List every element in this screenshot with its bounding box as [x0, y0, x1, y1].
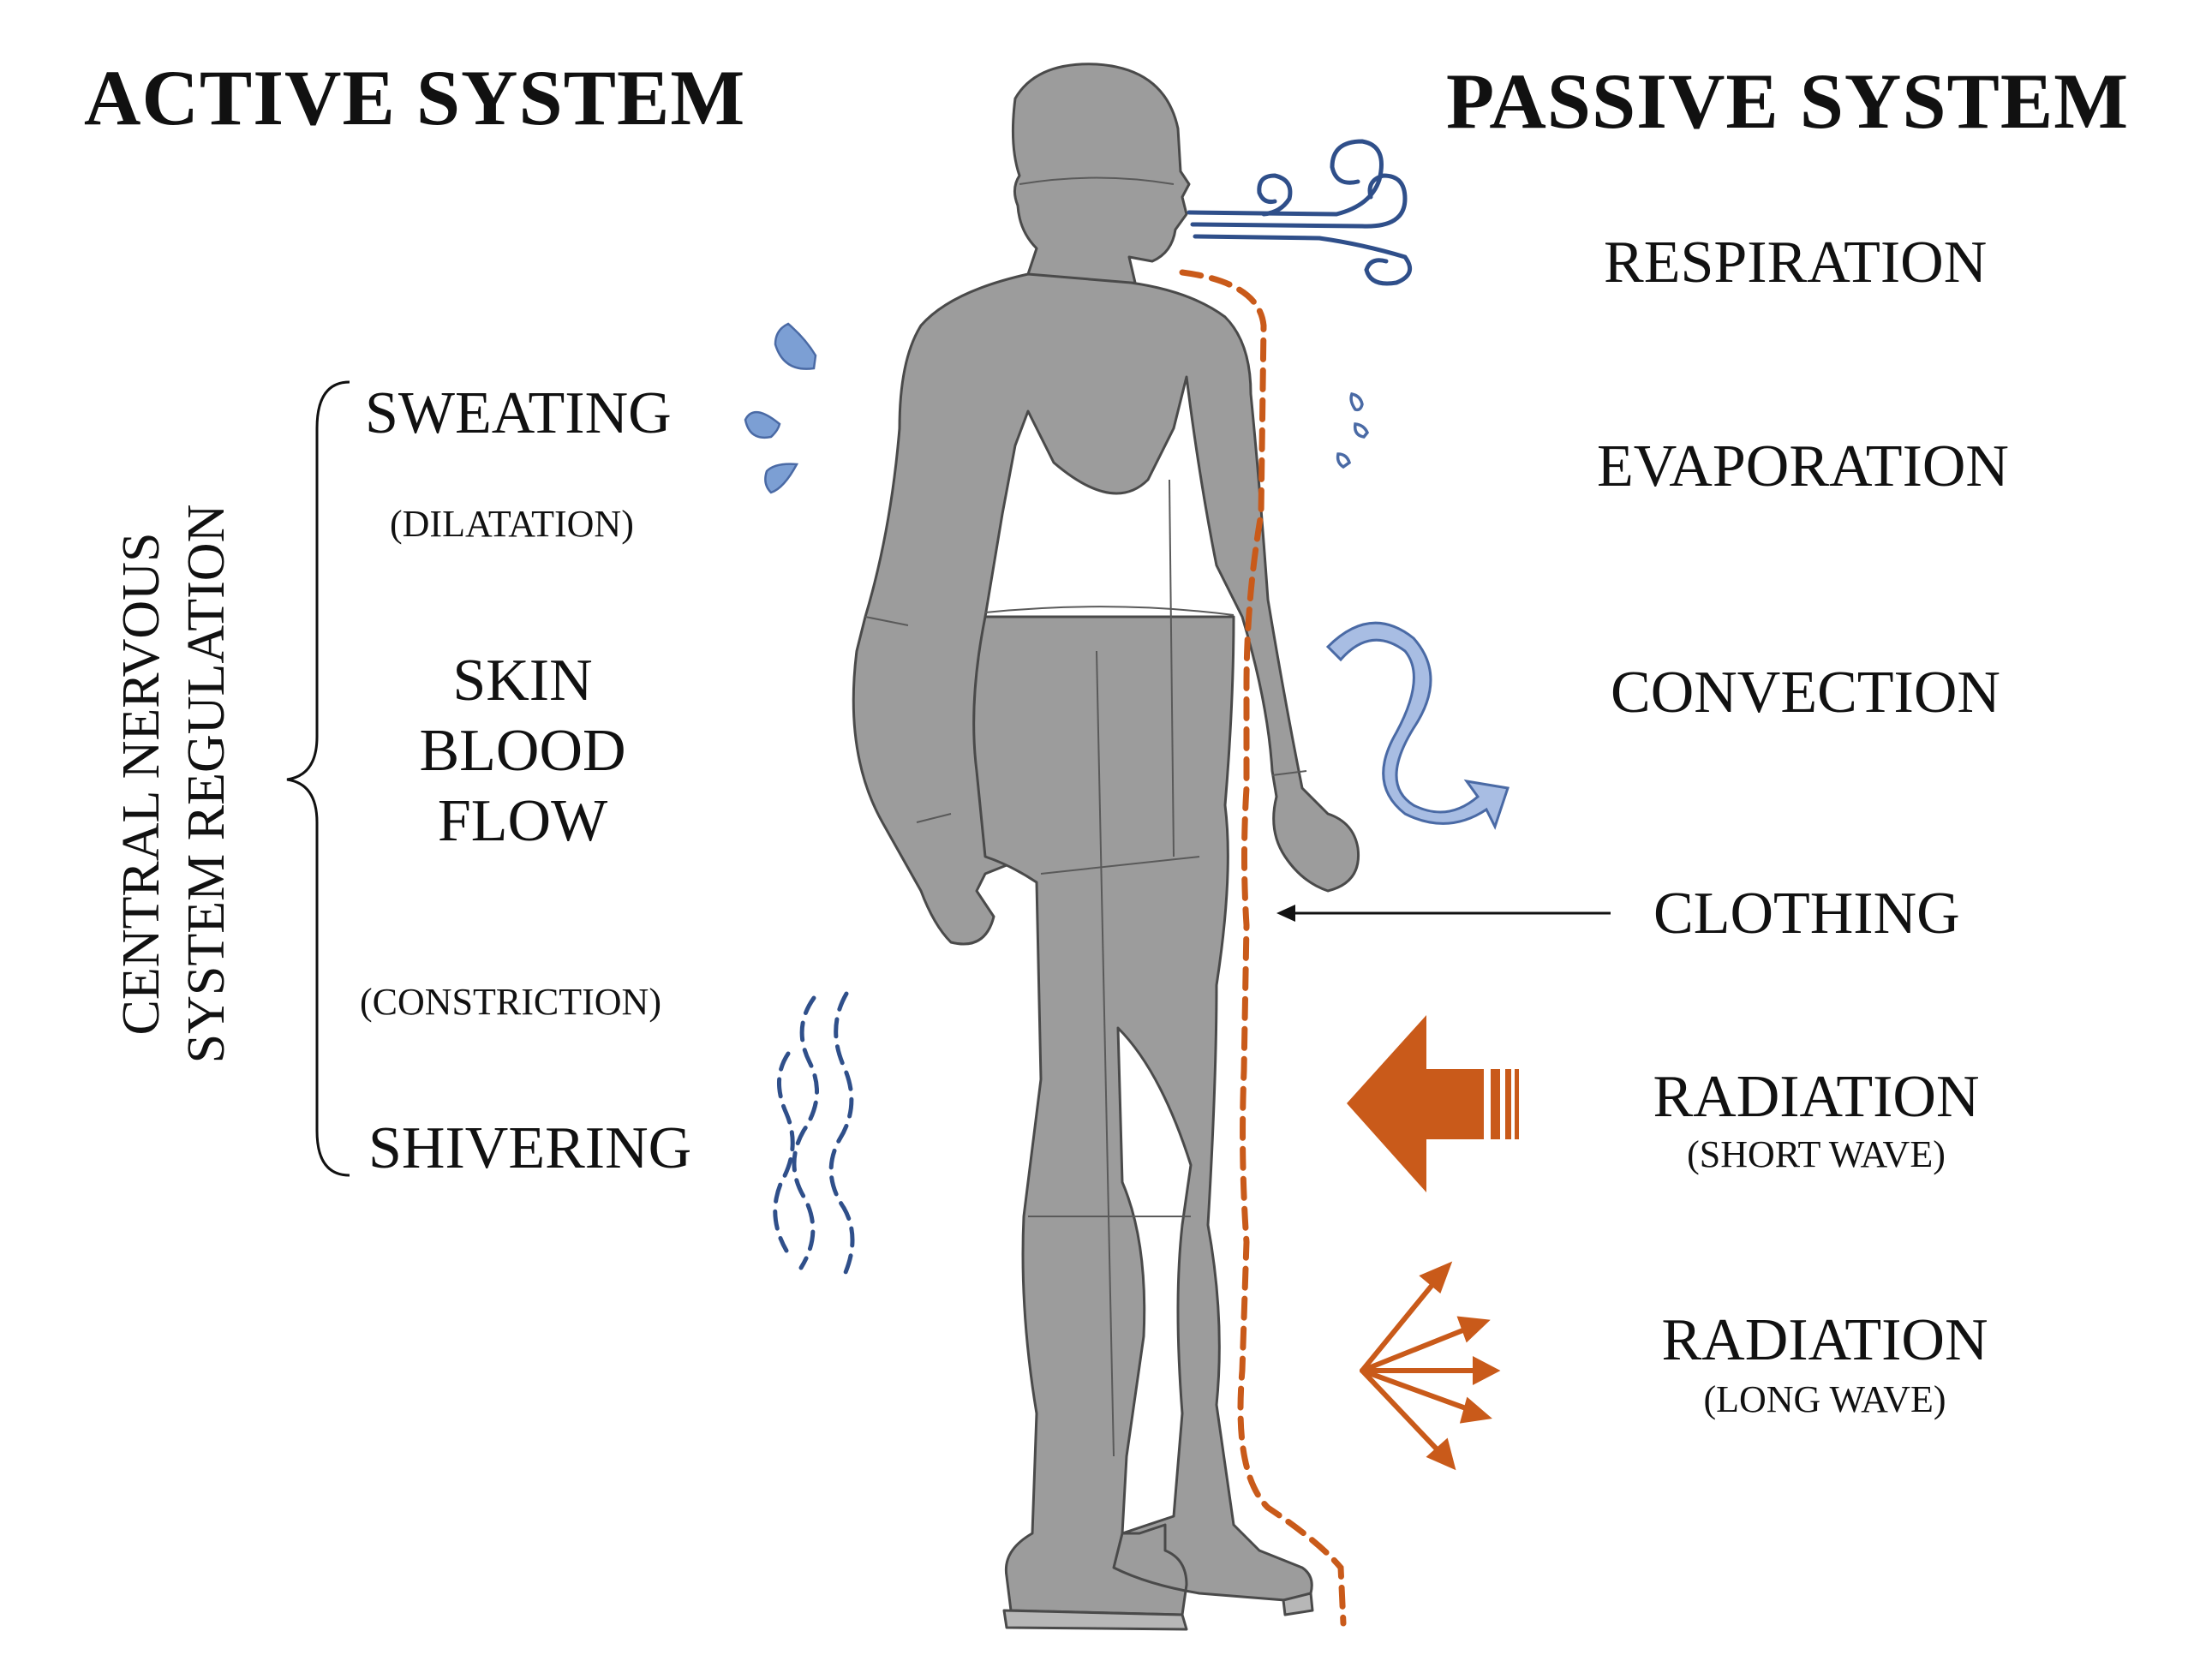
cns-line-1: CENTRAL NERVOUS: [112, 532, 170, 1036]
long-wave-label: (LONG WAVE): [1703, 1378, 1946, 1420]
evaporation-drops-icon: [1336, 391, 1370, 469]
cns-line-2: SYSTEM REGULATION: [176, 504, 236, 1064]
shiver-waves-icon: [773, 991, 855, 1279]
sweat-drops-icon: [744, 322, 817, 494]
radiation-short-label: RADIATION: [1653, 1064, 1980, 1130]
convection-label: CONVECTION: [1611, 660, 2000, 726]
dilatation-label: (DILATATION): [390, 503, 634, 545]
radiation-long-label: RADIATION: [1661, 1307, 1988, 1373]
clothing-pointer-arrow: [1276, 905, 1611, 922]
passive-system-title: PASSIVE SYSTEM: [1446, 57, 2130, 145]
clothing-label: CLOTHING: [1653, 881, 1960, 947]
cns-regulation-label: CENTRAL NERVOUS SYSTEM REGULATION: [110, 454, 239, 1114]
respiration-label: RESPIRATION: [1604, 230, 1988, 296]
breath-swirl-icon: [1187, 139, 1413, 286]
blood-label: BLOOD: [419, 718, 626, 784]
long-wave-rays-icon: [1360, 1261, 1501, 1471]
short-wave-label: (SHORT WAVE): [1687, 1133, 1946, 1175]
shivering-label: SHIVERING: [368, 1115, 692, 1181]
flow-label: FLOW: [437, 788, 608, 854]
evaporation-label: EVAPORATION: [1597, 433, 2009, 499]
active-system-title: ACTIVE SYSTEM: [84, 54, 746, 141]
clothing-layer-line: [1179, 269, 1347, 1627]
convection-arrow-icon: [1325, 621, 1510, 830]
constriction-label: (CONSTRICTION): [360, 981, 661, 1023]
short-wave-arrow-icon: [1347, 1015, 1519, 1192]
human-figure-icon: [852, 63, 1360, 1631]
sweating-label: SWEATING: [365, 380, 672, 446]
skin-label: SKIN: [452, 648, 593, 714]
regulation-brace: [286, 380, 350, 1177]
